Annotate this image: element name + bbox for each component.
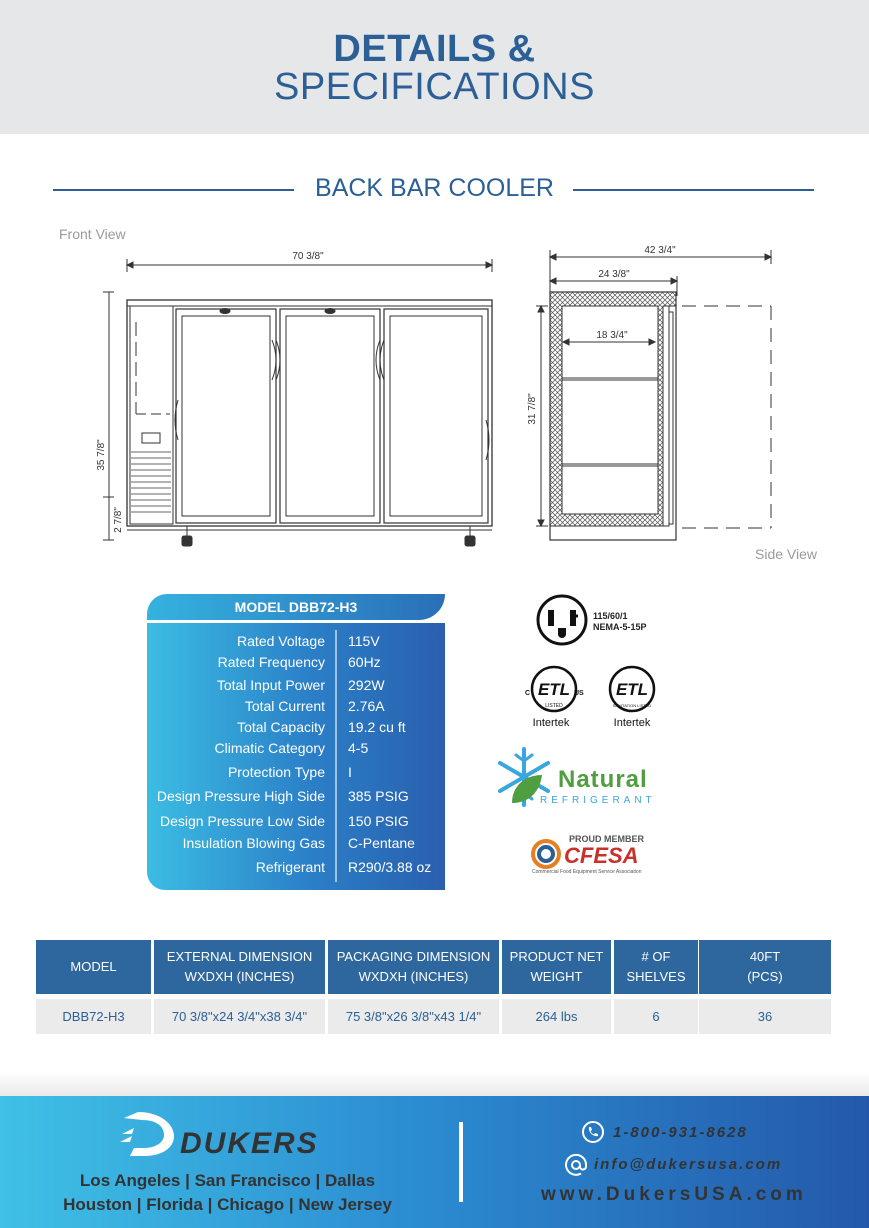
spec-value: 115V — [348, 633, 380, 649]
spec-value: 385 PSIG — [348, 788, 409, 804]
front-leg-dim: 2 7/8" — [113, 507, 124, 533]
table-cell: 264 lbs — [502, 999, 611, 1034]
svg-text:ETL: ETL — [538, 680, 570, 699]
technical-drawing: 70 3/8" 35 7/8" 2 7/8" 42 3/4" 24 3/8" — [96, 245, 773, 547]
front-view-drawing — [103, 259, 494, 547]
svg-text:Natural: Natural — [558, 766, 648, 793]
table-cell: 70 3/8"x24 3/4"x38 3/4" — [154, 999, 325, 1034]
spec-label: Total Current — [244, 698, 325, 714]
plug-icon — [536, 594, 588, 646]
brand-name: DUKERS — [180, 1127, 319, 1160]
spec-value: R290/3.88 oz — [348, 859, 432, 875]
spec-label: Design Pressure High Side — [156, 788, 325, 804]
spec-value: 4-5 — [348, 740, 369, 756]
cities-line-2: Houston | Florida | Chicago | New Jersey — [63, 1195, 392, 1214]
spec-label: Rated Voltage — [237, 633, 325, 649]
table-cell: DBB72-H3 — [36, 999, 151, 1034]
spec-label: Refrigerant — [255, 859, 325, 875]
table-header-cell: 40FT(PCS) — [699, 940, 831, 994]
section-rule-right — [573, 189, 814, 191]
svg-text:SANITATION LISTED: SANITATION LISTED — [613, 703, 652, 708]
svg-text:US: US — [574, 690, 584, 697]
dukers-logo-icon — [120, 1112, 174, 1156]
svg-text:CFESA: CFESA — [564, 843, 639, 868]
table-cell: 75 3/8"x26 3/8"x43 1/4" — [328, 999, 499, 1034]
title-line-1: DETAILS & — [333, 28, 536, 70]
side-inner-depth-dim: 18 3/4" — [596, 330, 628, 341]
table-header-cell: MODEL — [36, 940, 151, 994]
spec-label: Climatic Category — [214, 740, 325, 756]
etl-listed-icon: ETL LISTED C US Intertek — [525, 665, 584, 729]
side-height-dim: 31 7/8" — [527, 393, 538, 425]
at-icon — [565, 1153, 588, 1176]
svg-text:REFRIGERANT: REFRIGERANT — [540, 795, 656, 806]
section-rule-left — [53, 189, 294, 191]
phone-number[interactable]: 1-800-931-8628 — [613, 1124, 748, 1141]
front-width-dim: 70 3/8" — [292, 251, 324, 262]
email-address[interactable]: info@dukersusa.com — [594, 1156, 783, 1173]
spec-label: Total Capacity — [237, 719, 325, 735]
title-line-2: SPECIFICATIONS — [274, 66, 595, 108]
spec-separator — [335, 630, 337, 882]
svg-text:Intertek: Intertek — [614, 717, 651, 729]
page-header: DETAILS & SPECIFICATIONS — [0, 0, 869, 134]
svg-text:Intertek: Intertek — [533, 717, 570, 729]
natural-refrigerant-logo: Natural REFRIGERANT — [498, 747, 656, 807]
spec-panel — [147, 623, 445, 890]
spec-value: C-Pentane — [348, 835, 415, 851]
svg-text:C: C — [525, 690, 530, 697]
section-title: BACK BAR COOLER — [315, 174, 554, 202]
website-link[interactable]: www.DukersUSA.com — [541, 1184, 807, 1205]
cfesa-logo: PROUD MEMBER CFESA Commercial Food Equip… — [531, 834, 645, 875]
spec-label: Protection Type — [227, 764, 325, 780]
plug-spec: 115/60/1 NEMA-5-15P — [593, 611, 647, 632]
table-cell: 6 — [614, 999, 698, 1034]
spec-label: Insulation Blowing Gas — [182, 835, 325, 851]
front-view-label: Front View — [59, 226, 126, 242]
svg-text:LISTED: LISTED — [545, 703, 563, 709]
front-height-dim: 35 7/8" — [96, 439, 107, 471]
side-total-depth-dim: 42 3/4" — [644, 245, 676, 256]
side-depth-dim: 24 3/8" — [598, 269, 630, 280]
side-view-drawing — [536, 250, 773, 541]
spec-label: Total Input Power — [216, 677, 325, 693]
spec-value: 292W — [348, 677, 385, 693]
table-cell: 36 — [699, 999, 831, 1034]
footer-divider — [459, 1122, 463, 1202]
spec-value: 60Hz — [348, 654, 381, 670]
phone-icon — [582, 1121, 604, 1143]
cities-line-1: Los Angeles | San Francisco | Dallas — [79, 1171, 376, 1190]
side-view-label: Side View — [755, 546, 818, 562]
svg-text:ETL: ETL — [616, 680, 648, 699]
spec-label: Rated Frequency — [217, 654, 325, 670]
spec-value: 2.76A — [348, 698, 385, 714]
spec-value: I — [348, 764, 352, 780]
spec-value: 19.2 cu ft — [348, 719, 406, 735]
spec-label: Design Pressure Low Side — [160, 813, 325, 829]
svg-text:Commercial Food Equipment Serv: Commercial Food Equipment Service Associ… — [532, 869, 642, 875]
footer-fade — [0, 1072, 869, 1096]
etl-sanitation-icon: ETL SANITATION LISTED Intertek — [608, 665, 656, 729]
model-title: MODEL DBB72-H3 — [147, 594, 445, 620]
svg-text:PROUD MEMBER: PROUD MEMBER — [569, 834, 645, 844]
spec-value: 150 PSIG — [348, 813, 409, 829]
